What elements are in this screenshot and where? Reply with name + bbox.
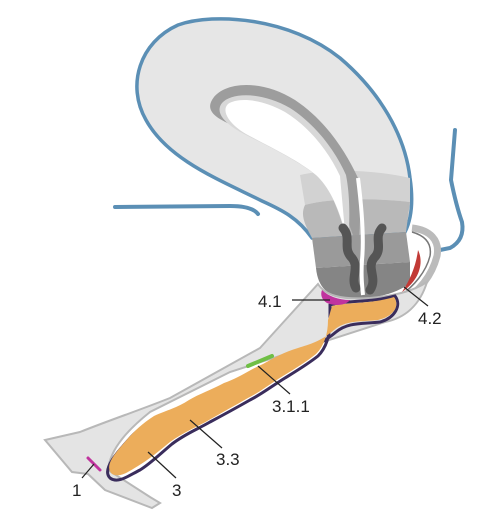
- label-3: 3: [172, 481, 181, 500]
- fornix-inner: [399, 231, 432, 297]
- cervical-canal-left: [338, 223, 361, 293]
- region-3-1-1-green: [246, 354, 274, 368]
- cervical-canal-right: [365, 223, 387, 295]
- right-ligament-line: [438, 128, 465, 252]
- lesion-area: [109, 297, 397, 476]
- leader-1: [81, 463, 95, 479]
- cervical-canal: [356, 177, 365, 296]
- label-4-2: 4.2: [418, 309, 442, 328]
- left-ligament-line: [113, 203, 260, 216]
- leader-3: [147, 451, 177, 479]
- leader-4-2: [403, 286, 429, 307]
- region-4-2-red: [402, 250, 421, 292]
- label-4-1: 4.1: [258, 292, 282, 311]
- region-4-1-magenta: [321, 290, 350, 305]
- leader-3-3: [189, 419, 223, 449]
- uterine-cavity: [225, 100, 345, 232]
- vaginal-wall: [43, 279, 429, 510]
- label-3-3: 3.3: [216, 450, 240, 469]
- label-3-1-1: 3.1.1: [272, 397, 310, 416]
- leader-3-1-1: [257, 365, 291, 395]
- label-1: 1: [72, 481, 81, 500]
